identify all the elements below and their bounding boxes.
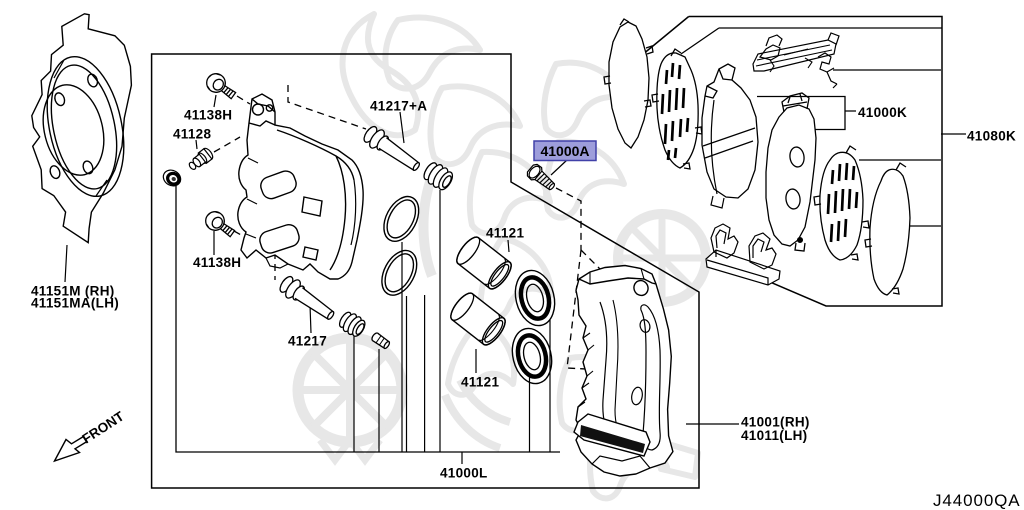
svg-text:41121: 41121 [461, 375, 499, 390]
svg-text:41128: 41128 [173, 127, 211, 142]
svg-text:41011(LH): 41011(LH) [741, 428, 807, 443]
svg-text:41001(RH): 41001(RH) [741, 415, 810, 430]
svg-text:41151M (RH): 41151M (RH) [31, 284, 115, 299]
svg-text:41000K: 41000K [858, 105, 907, 120]
svg-text:41000A: 41000A [540, 143, 589, 159]
svg-text:J44000QA: J44000QA [933, 491, 1021, 510]
svg-text:41151MA(LH): 41151MA(LH) [31, 296, 119, 311]
svg-text:41121: 41121 [486, 226, 524, 241]
svg-text:41138H: 41138H [193, 255, 241, 270]
svg-text:41217: 41217 [288, 334, 327, 349]
svg-text:41138H: 41138H [184, 108, 232, 123]
svg-text:41080K: 41080K [967, 129, 1016, 144]
svg-text:41000L: 41000L [440, 466, 488, 481]
svg-text:41217+A: 41217+A [370, 99, 427, 114]
